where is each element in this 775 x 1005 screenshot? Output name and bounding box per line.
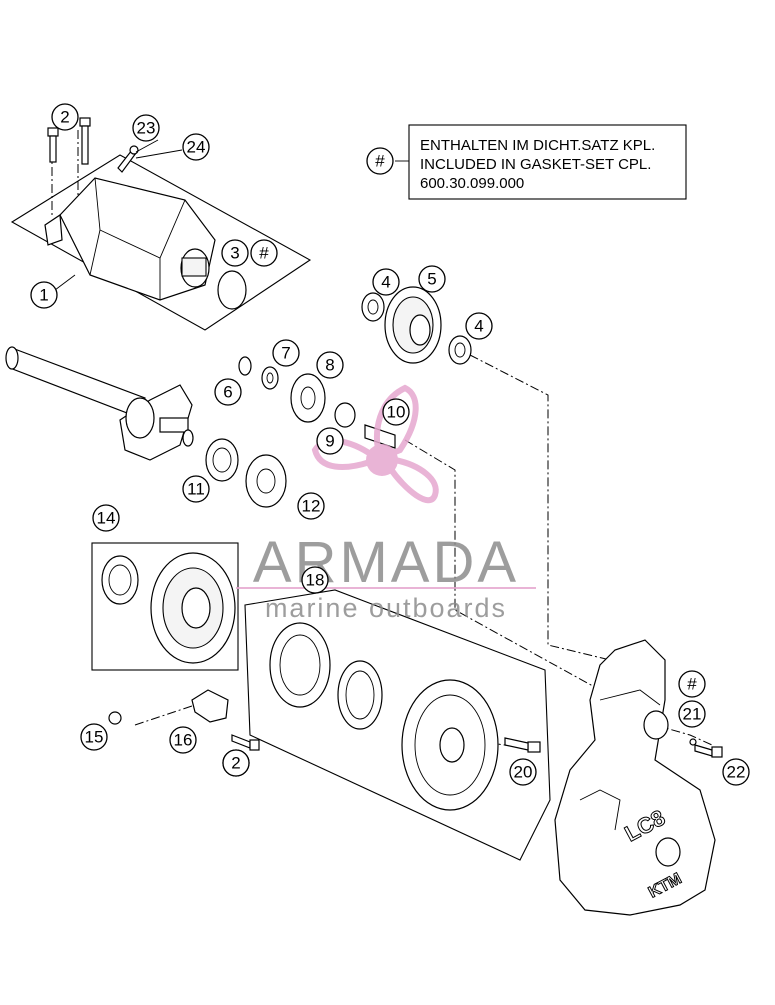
propeller-logo [311,384,439,504]
ignition-cover: LC8 KTM [554,639,723,916]
svg-text:24: 24 [187,138,206,157]
callout-24: 24 [182,133,210,161]
starter-motor-group [10,117,312,331]
svg-text:7: 7 [281,344,290,363]
svg-text:20: 20 [514,763,533,782]
bearing-4-right [448,335,472,365]
svg-text:14: 14 [97,509,116,528]
callout-cover-hash: # [678,670,706,698]
propeller-hub [366,444,398,476]
callouts: 1 2 2 23 24 3 # 4 5 4 7 8 6 10 9 11 12 1… [30,103,750,786]
watermark-brand: ARMADA [253,530,519,595]
callout-10: 10 [382,398,410,426]
svg-text:#: # [259,244,269,263]
callout-2-lower: 2 [222,749,250,777]
callout-9: 9 [316,427,344,455]
crankshaft [5,346,194,461]
svg-text:9: 9 [325,432,334,451]
starter-group-frame [10,154,312,331]
bearing-10 [334,402,356,428]
bolt-22 [694,744,723,758]
svg-text:1: 1 [39,286,48,305]
screw-2-top [47,117,91,165]
svg-text:21: 21 [683,705,702,724]
flywheel-group [244,589,551,861]
svg-text:5: 5 [427,270,436,289]
callout-16: 16 [169,726,197,754]
callout-7: 7 [272,339,300,367]
callout-4-right: 4 [465,312,493,340]
freewheel-cage [337,660,383,730]
svg-text:18: 18 [306,571,325,590]
svg-text:3: 3 [230,244,239,263]
intermediate-gear-5 [361,286,472,365]
starter-motor [44,177,216,301]
ring-gear-18 [269,622,331,708]
callout-5: 5 [418,265,446,293]
bearing-4-left [361,292,385,322]
propeller-blade-left [311,437,376,470]
callout-3: 3 [221,239,249,267]
callout-1: 1 [30,281,58,309]
svg-text:15: 15 [85,728,104,747]
callout-23: 23 [132,114,160,142]
svg-text:12: 12 [302,497,321,516]
propeller-blade-right [386,456,439,504]
svg-text:2: 2 [60,108,69,127]
freewheel-group-frame [91,542,239,671]
flywheel-group-frame [244,589,551,861]
callout-14: 14 [92,504,120,532]
plug-15 [108,711,122,725]
callout-12: 12 [297,492,325,520]
svg-text:22: 22 [727,763,746,782]
washer-7 [261,366,279,390]
note-line-1: ENTHALTEN IM DICHT.SATZ KPL. [420,137,655,154]
watermark: ARMADA marine outboards [236,384,536,623]
svg-text:23: 23 [137,119,156,138]
bolt-20 [504,737,541,753]
note-box [408,124,687,200]
note-line-2: INCLUDED IN GASKET-SET CPL. [420,156,651,173]
callout-4-left: 4 [372,268,400,296]
callout-20: 20 [509,758,537,786]
callout-6: 6 [214,378,242,406]
propeller-blade-top [374,384,419,463]
pin-9 [364,424,396,449]
callout-2-top: 2 [51,103,79,131]
callout-22: 22 [722,758,750,786]
freewheel-gear-group [91,542,239,671]
circlip-6 [238,356,252,376]
o-ring-3 [217,270,247,310]
gasket-set-note: # ENTHALTEN IM DICHT.SATZ KPL. INCLUDED … [366,124,687,200]
needle-bearing-14 [101,555,139,605]
svg-text:16: 16 [174,731,193,750]
sensor-16 [108,689,260,751]
gear-8 [290,373,326,423]
svg-text:6: 6 [223,383,232,402]
svg-text:#: # [687,675,697,694]
bearing-11 [205,438,239,482]
note-symbol: # [375,152,385,171]
note-symbol-circle [366,147,394,175]
washer-21 [689,738,697,746]
callout-21: 21 [678,700,706,728]
callout-15: 15 [80,723,108,751]
svg-text:8: 8 [325,356,334,375]
callout-11: 11 [182,475,210,503]
svg-text:2: 2 [231,754,240,773]
callout-18: 18 [301,566,329,594]
svg-text:4: 4 [474,317,483,336]
watermark-tagline: marine outboards [265,593,507,623]
svg-text:11: 11 [187,480,205,499]
gear-12 [245,454,287,508]
small-drive-parts [205,356,396,508]
svg-text:10: 10 [387,403,406,422]
screw-2-lower [231,734,260,751]
callout-8: 8 [316,351,344,379]
note-line-3: 600.30.099.000 [420,175,524,192]
svg-text:4: 4 [381,273,390,292]
screw-23-24 [117,145,139,173]
callout-3-hash: # [250,239,278,267]
